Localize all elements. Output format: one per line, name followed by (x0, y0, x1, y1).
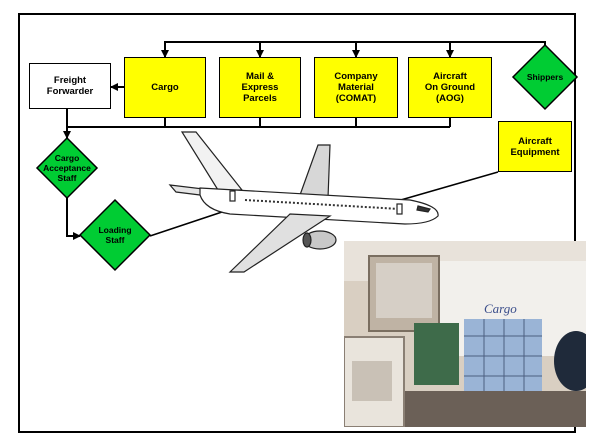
acceptance-to-loading-arrow (66, 197, 81, 240)
shippers-label: Shippers (526, 72, 564, 82)
aog-box: Aircraft On Ground (AOG) (408, 57, 492, 118)
cargo-acceptance-label: Cargo Acceptance Staff (43, 153, 91, 183)
aircraft-equipment-box: Aircraft Equipment (498, 121, 572, 172)
aircraft-illustration (168, 131, 439, 273)
mail-express-box: Mail & Express Parcels (219, 57, 301, 118)
cargo-box: Cargo (124, 57, 206, 118)
comat-box: Company Material (COMAT) (314, 57, 398, 118)
cargo-acceptance-diamond (35, 136, 99, 200)
top-connector (161, 41, 546, 58)
shippers-diamond (511, 43, 579, 111)
loading-staff-label: Loading Staff (98, 225, 132, 245)
slide-frame (18, 13, 576, 433)
livery-text: Cargo (484, 301, 517, 316)
freight-forwarder-box: Freight Forwarder (29, 63, 111, 109)
loading-staff-diamond (78, 198, 152, 272)
bottom-connector (63, 109, 451, 139)
cargo-loading-photo: Cargo (344, 241, 586, 427)
